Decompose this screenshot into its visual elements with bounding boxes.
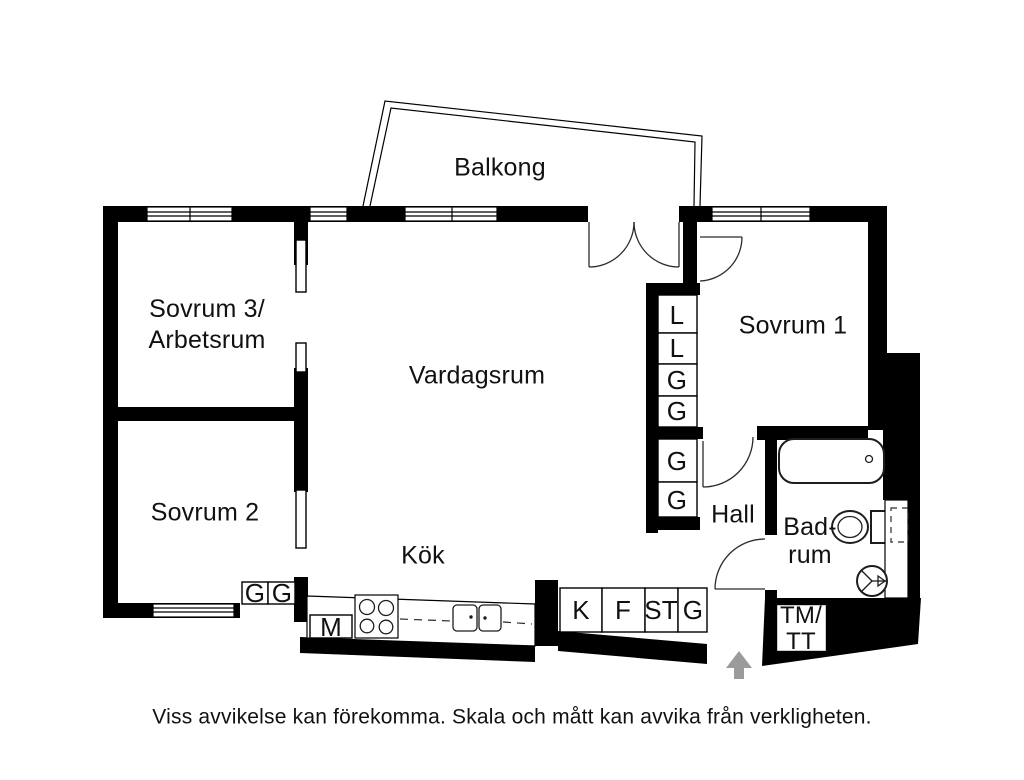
room-label-hall: Hall <box>711 500 755 529</box>
disclaimer-text: Viss avvikelse kan förekomma. Skala och … <box>152 705 872 729</box>
appliance-row-boxes <box>559 587 708 633</box>
window-sovrum3 <box>146 206 233 222</box>
room-label-badrum-line1: Bad- <box>783 513 837 541</box>
closet-label: G <box>271 578 293 608</box>
windows <box>146 205 811 618</box>
bathtub-icon <box>778 438 885 484</box>
sovrum1-door-hall <box>702 436 754 488</box>
window-sovrum2 <box>152 603 235 618</box>
closet-label: L <box>669 300 685 330</box>
sovrum3-door-leaf-2 <box>295 342 307 373</box>
laundry-label-line1: TM/ <box>780 602 822 629</box>
closet-label: G <box>666 396 688 426</box>
closet-label: G <box>666 446 688 476</box>
room-label-sovrum3: Sovrum 3/ Arbetsrum <box>148 294 265 356</box>
laundry-label: TM/ TT <box>780 603 822 655</box>
badrum-door <box>714 538 766 590</box>
microwave-box <box>309 614 353 639</box>
window-small-top <box>309 206 348 222</box>
closet-label: G <box>666 485 688 515</box>
appliance-label-microwave: M <box>320 612 342 642</box>
room-label-kok: Kök <box>401 541 445 570</box>
laundry-label-line2: TT <box>786 628 816 655</box>
room-label-sovrum2: Sovrum 2 <box>150 498 260 527</box>
window-vardagsrum <box>404 206 498 222</box>
window-sovrum1 <box>711 206 811 222</box>
appliance-label-fridge: K <box>572 595 590 625</box>
room-label-vardagsrum: Vardagsrum <box>408 361 546 390</box>
appliance-label-wardrobe: G <box>682 595 704 625</box>
room-label-balkong: Balkong <box>454 153 546 182</box>
closet-label: L <box>669 333 685 363</box>
closet-label: G <box>244 578 266 608</box>
room-label-badrum-line2: rum <box>788 541 832 569</box>
shaft-niche <box>884 499 909 599</box>
sovrum2-door-leaf <box>295 489 307 549</box>
interior-door-leaves <box>295 239 307 549</box>
kitchen-counter <box>306 594 536 647</box>
entrance-arrow-icon <box>726 651 752 679</box>
laundry-box <box>774 602 829 654</box>
room-label-sovrum3-line1: Sovrum 3/ <box>149 295 265 323</box>
closet-boxes <box>241 294 698 605</box>
doors <box>588 221 766 590</box>
kitchen-sink-icon <box>452 604 502 632</box>
room-label-badrum: Bad- rum <box>783 513 837 569</box>
appliance-label-freezer: F <box>614 595 632 625</box>
sovrum1-door-vardagsrum <box>699 236 743 282</box>
balcony-double-door <box>588 221 680 268</box>
toilet-icon <box>831 510 887 544</box>
appliance-label-cleaning: ST <box>644 595 678 625</box>
closet-label: G <box>666 365 688 395</box>
sovrum3-door-leaf <box>295 239 307 293</box>
walls <box>103 206 921 666</box>
stove-icon <box>354 594 399 639</box>
washbasin-icon <box>856 565 888 597</box>
room-label-sovrum1: Sovrum 1 <box>738 311 848 340</box>
room-label-sovrum3-line2: Arbetsrum <box>148 326 266 354</box>
balcony-outline <box>362 100 703 207</box>
